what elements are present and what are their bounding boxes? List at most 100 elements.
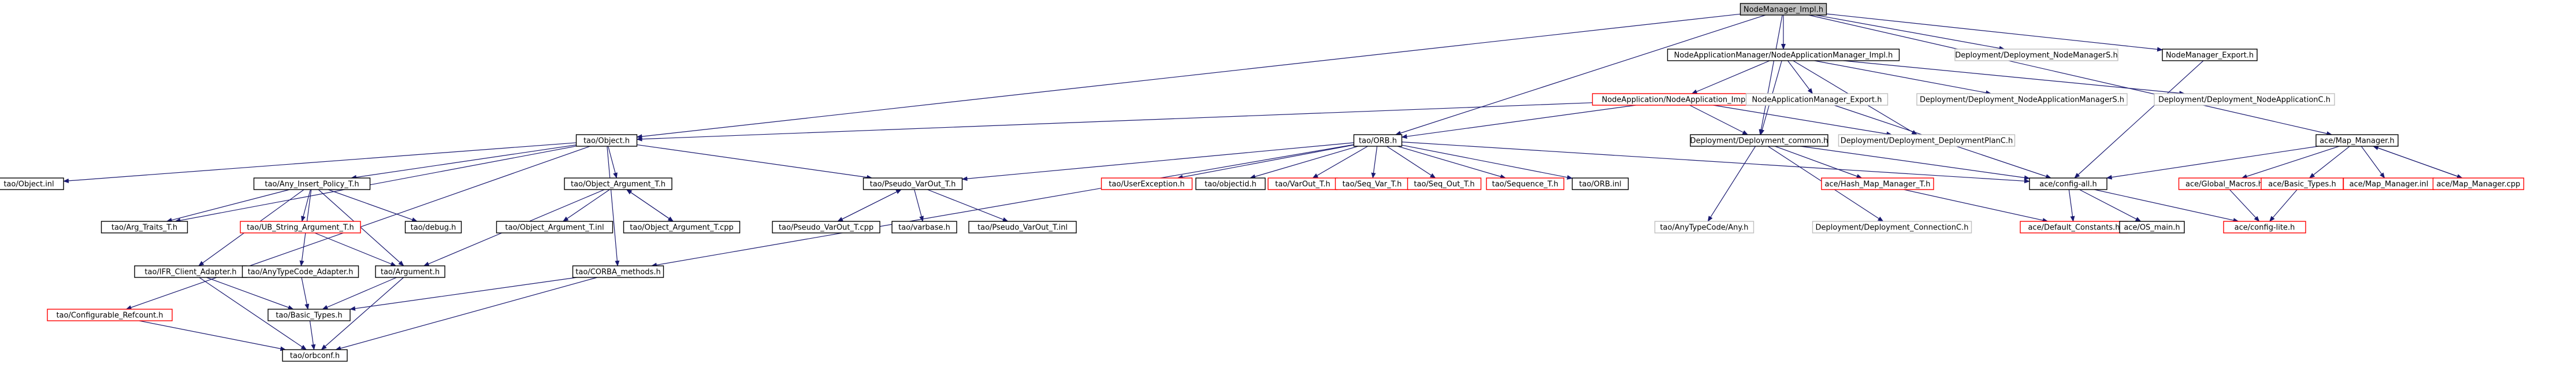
node-tao-corba-methods[interactable]: tao/CORBA_methods.h bbox=[572, 265, 664, 278]
node-ace-hash-map[interactable]: ace/Hash_Map_Manager_T.h bbox=[1821, 177, 1934, 190]
node-ace-global-macros[interactable]: ace/Global_Macros.h bbox=[2178, 177, 2270, 190]
node-ace-config-lite[interactable]: ace/config-lite.h bbox=[2223, 221, 2306, 233]
edge-tao-pseudo-cpp-to-tao-pseudo-var bbox=[837, 189, 902, 222]
node-tao-orb-inl[interactable]: tao/ORB.inl bbox=[1571, 177, 1629, 190]
node-tao-arg-traits[interactable]: tao/Arg_Traits_T.h bbox=[101, 221, 188, 233]
edge-root-to-tao-object bbox=[636, 13, 1741, 139]
edge-tao-object-to-tao-arg-traits bbox=[174, 146, 577, 223]
node-tao-seq-out[interactable]: tao/Seq_Out_T.h bbox=[1407, 177, 1482, 190]
node-tao-configurable-refcount[interactable]: tao/Configurable_Refcount.h bbox=[47, 309, 173, 321]
nodes: NodeManager_Impl.hNodeApplicationManager… bbox=[0, 3, 2525, 362]
node-box bbox=[1486, 177, 1564, 190]
edge-na-impl-to-dep-plan bbox=[1713, 105, 1893, 136]
node-tao-basic-types[interactable]: tao/Basic_Types.h bbox=[267, 309, 351, 321]
node-tao-pseudo-inl[interactable]: tao/Pseudo_VarOut_T.inl bbox=[968, 221, 1077, 233]
edge-tao-orb-to-ace-config-all bbox=[1402, 142, 2030, 184]
edge-dep-common-to-tao-anytypecode-any bbox=[1707, 146, 1756, 222]
node-box bbox=[1745, 93, 1889, 106]
node-box bbox=[101, 221, 188, 233]
node-tao-obj-arg-inl[interactable]: tao/Object_Argument_T.inl bbox=[496, 221, 614, 233]
node-label: NodeApplication/NodeApplication_Impl.h bbox=[1602, 96, 1755, 105]
node-box bbox=[1571, 177, 1629, 190]
node-label: tao/Object_Argument_T.h bbox=[571, 180, 666, 189]
node-ace-map-cpp[interactable]: ace/Map_Manager.cpp bbox=[2432, 177, 2525, 190]
node-tao-pseudo-cpp[interactable]: tao/Pseudo_VarOut_T.cpp bbox=[772, 221, 880, 233]
node-box bbox=[1667, 49, 1900, 61]
node-dep-common[interactable]: Deployment/Deployment_common.h bbox=[1690, 134, 1828, 147]
edge-ace-basic-types-to-ace-config-lite bbox=[2269, 189, 2298, 222]
edge-tao-object-to-tao-object-inl bbox=[63, 142, 577, 183]
node-label: tao/objectid.h bbox=[1205, 180, 1257, 189]
node-tao-ub-string[interactable]: tao/UB_String_Argument_T.h bbox=[240, 221, 361, 233]
edge-ace-config-all-to-ace-default-constants bbox=[2068, 189, 2075, 222]
edge-root-to-dnm-s bbox=[1815, 14, 2005, 51]
node-tao-any-insert[interactable]: tao/Any_Insert_Policy_T.h bbox=[253, 177, 371, 190]
node-dep-connection[interactable]: Deployment/Deployment_ConnectionC.h bbox=[1812, 221, 1972, 233]
node-tao-user-exc[interactable]: tao/UserException.h bbox=[1101, 177, 1193, 190]
node-box bbox=[2119, 221, 2185, 233]
node-tao-object-inl[interactable]: tao/Object.inl bbox=[0, 177, 64, 190]
edge-tao-orb-to-tao-corba-methods bbox=[650, 144, 1354, 268]
node-label: ace/Map_Manager.cpp bbox=[2437, 180, 2521, 189]
node-tao-varbase[interactable]: tao/varbase.h bbox=[891, 221, 957, 233]
edge-tao-any-insert-to-tao-arg-traits bbox=[166, 189, 290, 223]
node-label: tao/VarOut_T.h bbox=[1275, 180, 1330, 189]
node-tao-pseudo-var[interactable]: tao/Pseudo_VarOut_T.h bbox=[863, 177, 963, 190]
node-tao-obj-arg-cpp[interactable]: tao/Object_Argument_T.cpp bbox=[623, 221, 741, 233]
node-box bbox=[1812, 221, 1972, 233]
node-box bbox=[1954, 49, 2118, 61]
node-box bbox=[404, 221, 462, 233]
node-box bbox=[572, 265, 664, 278]
node-tao-seq-var[interactable]: tao/Seq_Var_T.h bbox=[1335, 177, 1410, 190]
node-tao-objectid[interactable]: tao/objectid.h bbox=[1195, 177, 1266, 190]
node-tao-debug[interactable]: tao/debug.h bbox=[404, 221, 462, 233]
node-dnam-s[interactable]: Deployment/Deployment_NodeApplicationMan… bbox=[1916, 93, 2128, 106]
node-tao-orb[interactable]: tao/ORB.h bbox=[1353, 134, 1403, 147]
node-tao-anytypecode-adapter[interactable]: tao/AnyTypeCode_Adapter.h bbox=[241, 265, 359, 278]
node-label: tao/ORB.inl bbox=[1579, 180, 1621, 189]
node-tao-argument[interactable]: tao/Argument.h bbox=[375, 265, 445, 278]
node-nm-export[interactable]: NodeManager_Export.h bbox=[2162, 49, 2258, 61]
node-box bbox=[1821, 177, 1934, 190]
edge-tao-ifr-client-to-tao-basic-types bbox=[206, 277, 294, 310]
node-nam-export[interactable]: NodeApplicationManager_Export.h bbox=[1745, 93, 1889, 106]
node-label: ace/Map_Manager.inl bbox=[2350, 180, 2429, 189]
node-tao-sequence[interactable]: tao/Sequence_T.h bbox=[1486, 177, 1564, 190]
node-ace-os-main[interactable]: ace/OS_main.h bbox=[2119, 221, 2185, 233]
node-box bbox=[2315, 134, 2399, 147]
node-nam-impl[interactable]: NodeApplicationManager/NodeApplicationMa… bbox=[1667, 49, 1900, 61]
node-dnm-s[interactable]: Deployment/Deployment_NodeManagerS.h bbox=[1954, 49, 2118, 61]
node-label: tao/Any_Insert_Policy_T.h bbox=[265, 180, 359, 189]
node-root[interactable]: NodeManager_Impl.h bbox=[1739, 3, 1827, 16]
node-na-impl[interactable]: NodeApplication/NodeApplication_Impl.h bbox=[1592, 93, 1765, 106]
node-label: tao/UB_String_Argument_T.h bbox=[247, 224, 354, 232]
node-ace-basic-types[interactable]: ace/Basic_Types.h bbox=[2261, 177, 2344, 190]
node-label: NodeManager_Export.h bbox=[2166, 51, 2254, 60]
node-tao-varout[interactable]: tao/VarOut_T.h bbox=[1267, 177, 1338, 190]
edge-tao-object-to-tao-corba-methods bbox=[607, 146, 620, 266]
edge-tao-orb-to-tao-objectid bbox=[1250, 146, 1359, 179]
node-ace-map-mgr[interactable]: ace/Map_Manager.h bbox=[2315, 134, 2399, 147]
edge-tao-orb-to-tao-sequence bbox=[1397, 146, 1506, 179]
node-tao-anytypecode-any[interactable]: tao/AnyTypeCode/Any.h bbox=[1654, 221, 1754, 233]
node-dep-plan[interactable]: Deployment/Deployment_DeploymentPlanC.h bbox=[1838, 134, 2016, 147]
node-box bbox=[1916, 93, 2128, 106]
node-box bbox=[0, 177, 64, 190]
edge-nam-impl-to-dnac bbox=[1843, 60, 2185, 96]
edge-ace-config-all-to-ace-config-lite bbox=[2094, 189, 2239, 223]
node-tao-obj-arg-t[interactable]: tao/Object_Argument_T.h bbox=[564, 177, 672, 190]
node-tao-object[interactable]: tao/Object.h bbox=[575, 134, 638, 147]
node-box bbox=[2223, 221, 2306, 233]
node-tao-ifr-client[interactable]: tao/IFR_Client_Adapter.h bbox=[134, 265, 247, 278]
edge-tao-ifr-client-to-tao-orbconf bbox=[199, 277, 307, 350]
node-box bbox=[1838, 134, 2016, 147]
node-ace-default-constants[interactable]: ace/Default_Constants.h bbox=[2020, 221, 2128, 233]
node-label: tao/Object.h bbox=[583, 137, 630, 146]
node-ace-map-inl[interactable]: ace/Map_Manager.inl bbox=[2343, 177, 2435, 190]
node-ace-config-all[interactable]: ace/config-all.h bbox=[2029, 177, 2107, 190]
node-dnac[interactable]: Deployment/Deployment_NodeApplicationC.h bbox=[2154, 93, 2335, 106]
edge-ace-hash-map-to-ace-default-constants bbox=[1904, 189, 2049, 223]
edge-root-to-tao-orb bbox=[1395, 14, 1766, 136]
node-box bbox=[863, 177, 963, 190]
node-tao-orbconf[interactable]: tao/orbconf.h bbox=[282, 349, 348, 362]
